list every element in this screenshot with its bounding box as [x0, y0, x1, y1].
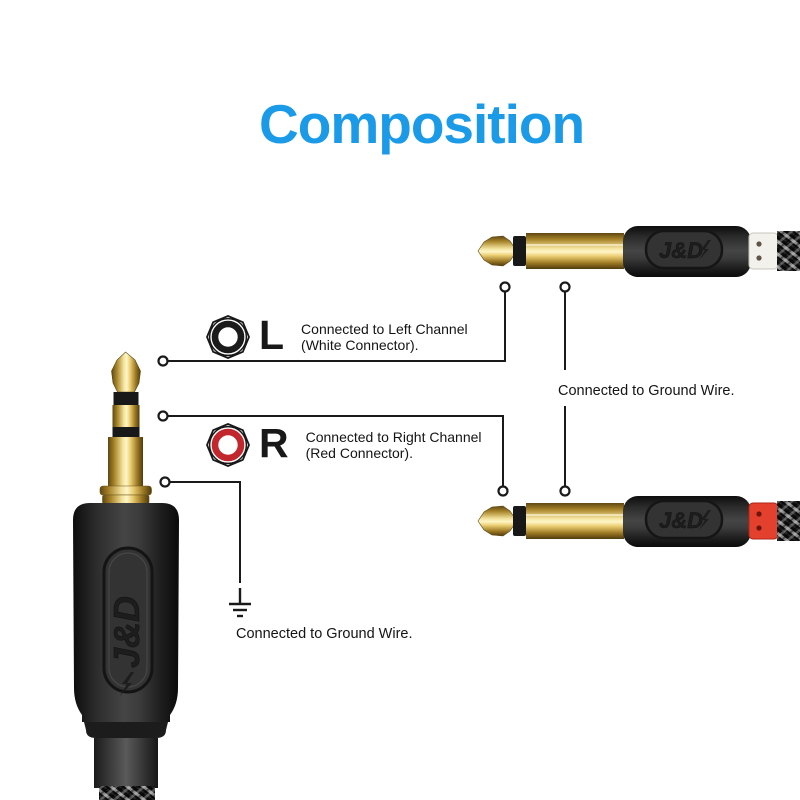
line-endpoint — [559, 281, 571, 293]
right-channel-jack-icon — [206, 423, 250, 467]
brand-logo: J&D — [106, 596, 147, 668]
insulator-ring — [113, 392, 139, 405]
line-endpoint — [559, 485, 571, 497]
line-endpoint — [157, 355, 169, 367]
bolt-glyph — [120, 672, 134, 696]
brand-logo: J&D — [659, 238, 703, 263]
brand-logo: J&D — [659, 508, 703, 533]
connector-boot-white — [748, 232, 779, 270]
left-channel-jack-icon — [206, 315, 250, 359]
right-channel-letter: R — [259, 419, 289, 466]
left-channel-line — [168, 292, 506, 362]
insulator-ring — [513, 236, 526, 266]
trs-35mm-stereo-plug: J&D — [73, 351, 179, 800]
strain-relief — [94, 738, 158, 788]
left-channel-caption: Connected to Left Channel (White Connect… — [301, 321, 468, 353]
logo-emboss-oval — [644, 499, 724, 540]
right-channel-line — [168, 415, 504, 486]
insulator-ring — [513, 506, 526, 536]
right-channel-callout: R Connected to Right Channel (Red Connec… — [206, 422, 482, 468]
ground-symbol — [229, 588, 251, 618]
annotation-lines — [157, 281, 571, 618]
plug-shaft — [526, 233, 624, 269]
ground-line-left — [170, 481, 241, 583]
ts-635mm-plug-red: J&D — [477, 496, 800, 547]
plug-shaft — [526, 503, 624, 539]
line-endpoint — [499, 281, 511, 293]
left-channel-callout: L Connected to Left Channel (White Conne… — [206, 314, 468, 360]
logo-emboss-oval — [644, 229, 724, 270]
plug-shaft — [108, 437, 143, 489]
line-endpoint — [157, 410, 169, 422]
connector-boot-red — [748, 502, 779, 540]
ts-635mm-plug-white: J&D — [477, 226, 800, 277]
bolt-glyph — [699, 240, 711, 260]
insulator-ring — [112, 427, 140, 437]
ground-wire-caption-bottom: Connected to Ground Wire. — [236, 626, 413, 642]
plug-tip — [477, 235, 515, 267]
line-endpoint — [497, 485, 509, 497]
page-title: Composition — [259, 93, 585, 155]
right-channel-caption: Connected to Right Channel (Red Connecto… — [305, 429, 482, 461]
line-endpoint — [159, 476, 171, 488]
bolt-glyph — [699, 510, 711, 530]
ground-wire-caption-right: Connected to Ground Wire. — [558, 383, 735, 399]
left-channel-letter: L — [259, 311, 285, 358]
plug-tip — [477, 505, 515, 537]
logo-emboss-oval — [102, 546, 154, 694]
plug-tip — [111, 351, 141, 393]
